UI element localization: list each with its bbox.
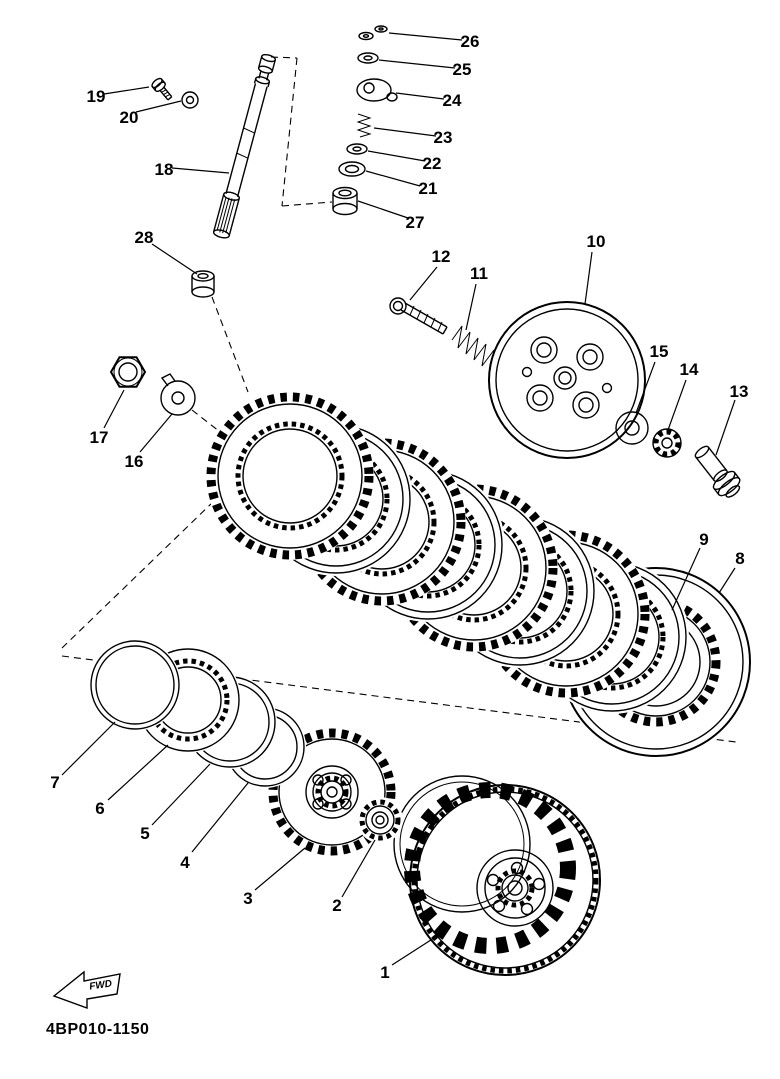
callout-25: 25 xyxy=(453,60,472,79)
part-push-rod xyxy=(212,53,277,239)
callout-18: 18 xyxy=(155,160,174,179)
callout-22: 22 xyxy=(423,154,442,173)
callout-8: 8 xyxy=(735,549,744,568)
callout-14: 14 xyxy=(680,360,699,379)
part-pin-13 xyxy=(694,445,741,498)
fwd-label: FWD xyxy=(89,978,113,992)
part-lock-washer-16 xyxy=(160,373,196,416)
callout-10: 10 xyxy=(587,232,606,251)
part-spring-23 xyxy=(356,113,372,138)
callout-13: 13 xyxy=(730,382,749,401)
callouts: 1 2 3 4 5 6 7 8 9 10 11 12 13 14 15 16 1… xyxy=(50,32,748,982)
part-spacer xyxy=(191,270,215,298)
callout-27: 27 xyxy=(406,213,425,232)
part-pressure-plate xyxy=(488,301,646,459)
callout-7: 7 xyxy=(50,773,59,792)
callout-23: 23 xyxy=(434,128,453,147)
part-bushing-27 xyxy=(332,186,358,216)
callout-26: 26 xyxy=(461,32,480,51)
part-washer-25 xyxy=(357,52,379,64)
leader-lines xyxy=(61,32,736,966)
part-toothed-washer-14 xyxy=(652,428,682,458)
callout-3: 3 xyxy=(243,889,252,908)
part-nut-17 xyxy=(109,356,147,388)
callout-11: 11 xyxy=(470,264,488,283)
part-circlip-7 xyxy=(89,639,181,731)
part-washers-26 xyxy=(358,25,388,41)
callout-28: 28 xyxy=(135,228,154,247)
callout-21: 21 xyxy=(419,179,438,198)
callout-24: 24 xyxy=(443,91,462,110)
callout-15: 15 xyxy=(650,342,669,361)
part-clutch-housing xyxy=(393,775,602,977)
callout-9: 9 xyxy=(699,530,708,549)
callout-2: 2 xyxy=(332,896,341,915)
part-washer-22 xyxy=(346,143,368,155)
fwd-arrow: FWD xyxy=(52,970,121,1009)
part-toothed-washer-2 xyxy=(357,797,403,843)
part-lever-24 xyxy=(356,78,398,102)
callout-4: 4 xyxy=(180,853,190,872)
callout-19: 19 xyxy=(87,87,106,106)
diagram-code: 4BP010-1150 xyxy=(46,1021,149,1038)
callout-17: 17 xyxy=(90,428,109,447)
callout-1: 1 xyxy=(380,963,389,982)
part-bolt-small xyxy=(151,77,173,101)
part-washer-15 xyxy=(615,411,649,445)
callout-16: 16 xyxy=(125,452,144,471)
callout-6: 6 xyxy=(95,799,104,818)
part-bolt-12 xyxy=(389,297,448,335)
callout-20: 20 xyxy=(120,108,139,127)
callout-5: 5 xyxy=(140,824,149,843)
part-bearing-21 xyxy=(338,161,366,177)
part-washer-20 xyxy=(181,91,199,109)
callout-12: 12 xyxy=(432,247,451,266)
